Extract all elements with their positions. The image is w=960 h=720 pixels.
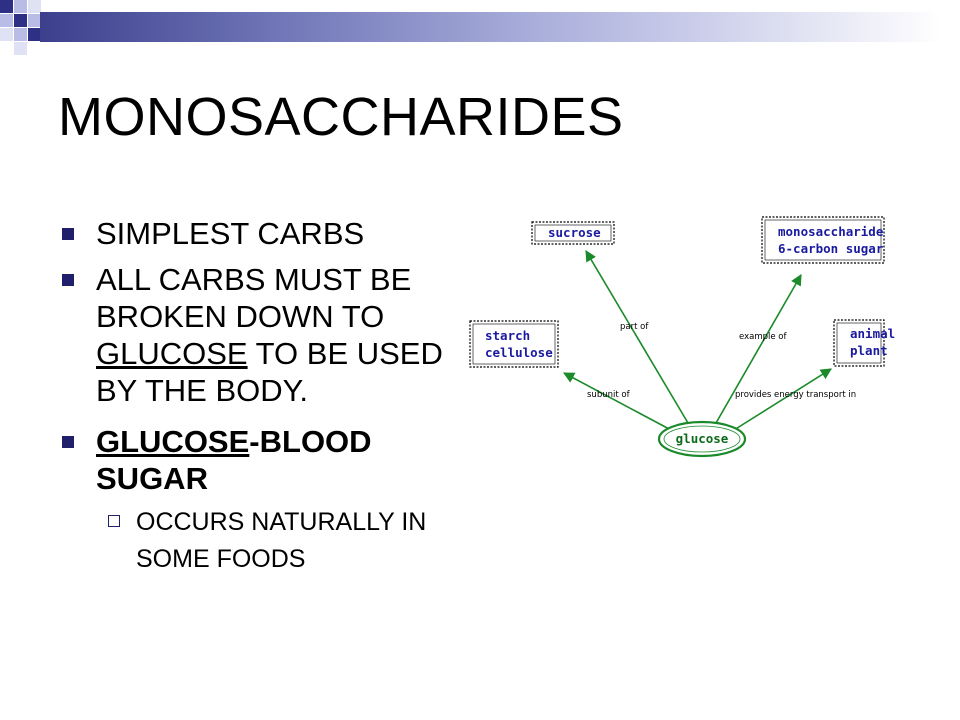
node-starch-line2: cellulose xyxy=(485,345,553,360)
bullet-underlined-text: GLUCOSE xyxy=(96,336,248,371)
node-sucrose-label: sucrose xyxy=(548,225,601,240)
deco-square xyxy=(14,14,27,27)
sub-bullet-text: OCCURS NATURALLY IN SOME FOODS xyxy=(136,508,427,573)
link-label-provides: provides energy transport in xyxy=(735,390,856,400)
arrow-to-sucrose xyxy=(585,250,689,424)
square-bullet-icon xyxy=(62,436,74,448)
deco-square xyxy=(28,28,41,41)
node-monosaccharide-line1: monosaccharide xyxy=(778,224,884,239)
node-sucrose: sucrose xyxy=(531,221,615,245)
node-starch-line1: starch xyxy=(485,328,530,343)
hollow-square-bullet-icon xyxy=(108,515,120,527)
bullet-text: -BLOOD SUGAR xyxy=(96,424,372,496)
deco-square xyxy=(14,28,27,41)
node-starch: starch cellulose xyxy=(469,320,559,368)
arrow-to-animal xyxy=(733,368,832,431)
bullet-item: SIMPLEST CARBS xyxy=(60,215,450,252)
deco-square xyxy=(28,0,41,13)
sub-bullet-item: OCCURS NATURALLY IN SOME FOODS xyxy=(60,504,450,578)
deco-square xyxy=(14,0,27,13)
deco-square xyxy=(0,0,13,13)
link-label-part-of: part of xyxy=(620,322,649,332)
node-animal-line1: animal xyxy=(850,326,895,341)
link-label-subunit-of: subunit of xyxy=(587,390,631,400)
node-monosaccharide-line2: 6-carbon sugar xyxy=(778,241,884,256)
deco-square xyxy=(0,14,13,27)
bullet-item: GLUCOSE-BLOOD SUGAR xyxy=(60,423,450,497)
slide-title: MONOSACCHARIDES xyxy=(58,87,624,147)
bullet-text: ALL CARBS MUST BE BROKEN DOWN TO xyxy=(96,262,412,334)
node-animal: animal plant xyxy=(833,319,895,367)
arrow-to-starch xyxy=(563,372,672,431)
node-animal-line2: plant xyxy=(850,343,888,358)
bullet-text: SIMPLEST CARBS xyxy=(96,216,365,251)
concept-map-diagram: part of example of subunit of provides e… xyxy=(469,216,895,458)
bullet-list: SIMPLEST CARBS ALL CARBS MUST BE BROKEN … xyxy=(60,215,450,578)
deco-square xyxy=(28,14,41,27)
square-bullet-icon xyxy=(62,274,74,286)
bullet-text: TO BE USED BY THE BODY. xyxy=(96,336,443,408)
arrow-to-monosaccharide xyxy=(715,274,802,424)
square-bullet-icon xyxy=(62,228,74,240)
title-bar-gradient xyxy=(40,12,942,42)
node-glucose: glucose xyxy=(657,420,747,458)
link-label-example-of: example of xyxy=(739,332,787,342)
bullet-underlined-text: GLUCOSE xyxy=(96,424,250,459)
node-glucose-label: glucose xyxy=(676,431,729,446)
node-monosaccharide: monosaccharide 6-carbon sugar xyxy=(761,216,885,264)
deco-square xyxy=(14,42,27,55)
bullet-item: ALL CARBS MUST BE BROKEN DOWN TO GLUCOSE… xyxy=(60,261,450,409)
deco-square xyxy=(0,28,13,41)
